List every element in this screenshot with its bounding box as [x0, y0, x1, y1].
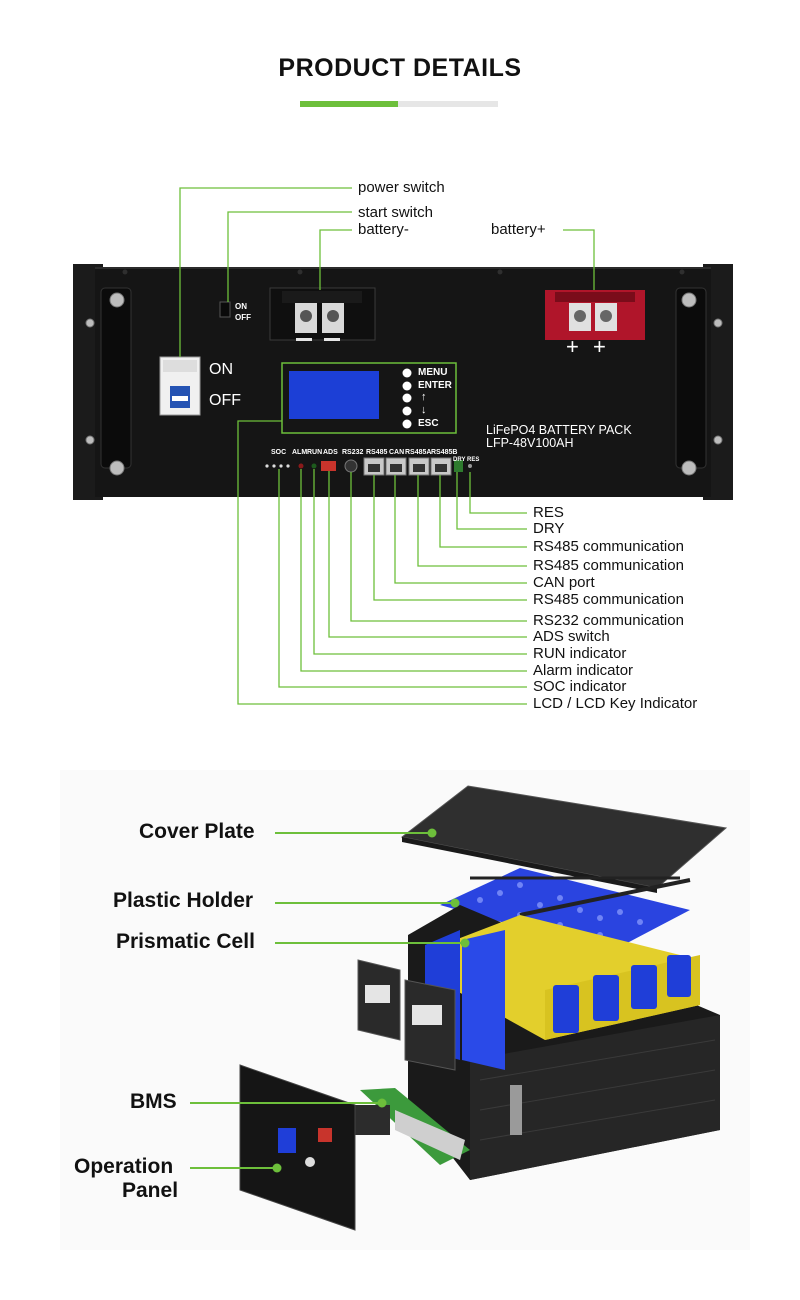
callout-rs485: RS485 communication — [533, 591, 684, 608]
callout-bms: BMS — [130, 1090, 177, 1113]
callout-plastic-holder: Plastic Holder — [113, 889, 254, 912]
callout-cover-plate: Cover Plate — [139, 820, 255, 843]
callout-run-indicator: RUN indicator — [533, 645, 627, 662]
callout-rs232: RS232 communication — [533, 612, 684, 629]
callout-rs485a: RS485 communication — [533, 557, 684, 574]
callout-panel: Panel — [122, 1179, 179, 1202]
port-dry-label: DRY — [453, 457, 466, 463]
port-res-label: RES — [467, 457, 480, 463]
key-esc-label: ESC — [418, 418, 439, 429]
key-up-label: ↑ — [421, 391, 427, 403]
front-panel-diagram — [73, 187, 733, 705]
callout-alarm-indicator: Alarm indicator — [533, 662, 634, 679]
callout-ads-switch: ADS switch — [533, 628, 610, 645]
callout-can-port: CAN port — [533, 574, 595, 591]
callout-dry: DRY — [533, 520, 565, 537]
key-enter-label: ENTER — [418, 380, 452, 391]
callout-operation: Operation — [74, 1155, 174, 1178]
port-ads-label: ADS — [323, 449, 338, 456]
model-label: LFP-48V100AH — [486, 436, 574, 450]
key-down-label: ↓ — [421, 404, 427, 416]
port-rs485-label: RS485 — [366, 449, 388, 456]
plus-sign-2: + — [593, 334, 606, 359]
plus-sign-1: + — [566, 334, 579, 359]
callout-rs485b: RS485 communication — [533, 538, 684, 555]
port-rs485b-label: RS485B — [431, 449, 458, 456]
title-underline-green — [300, 101, 398, 107]
product-name-label: LiFePO4 BATTERY PACK — [486, 423, 632, 437]
port-run-label: RUN — [307, 449, 323, 456]
callout-prismatic-cell: Prismatic Cell — [116, 930, 255, 953]
key-menu-label: MENU — [418, 367, 448, 378]
callout-res: RES — [533, 504, 564, 521]
callout-lcd: LCD / LCD Key Indicator — [533, 695, 698, 712]
callout-power-switch: power switch — [358, 179, 445, 196]
callout-battery-minus: battery- — [358, 221, 409, 238]
breaker-off-label: OFF — [209, 392, 241, 409]
title-underline-gray — [398, 101, 498, 107]
exploded-view-diagram — [60, 770, 750, 1250]
start-switch-on-label: ON — [235, 302, 247, 311]
page-title: PRODUCT DETAILS — [278, 54, 522, 82]
callout-start-switch: start switch — [358, 204, 434, 221]
port-soc-label: SOC — [271, 449, 287, 456]
port-can-label: CAN — [389, 449, 405, 456]
start-switch-off-label: OFF — [235, 313, 251, 322]
port-alm-label: ALM — [292, 449, 308, 456]
port-rs232-label: RS232 — [342, 449, 364, 456]
breaker-on-label: ON — [209, 361, 233, 378]
callout-soc-indicator: SOC indicator — [533, 678, 627, 695]
port-rs485a-label: RS485A — [405, 449, 432, 456]
callout-battery-plus: battery+ — [491, 221, 546, 238]
